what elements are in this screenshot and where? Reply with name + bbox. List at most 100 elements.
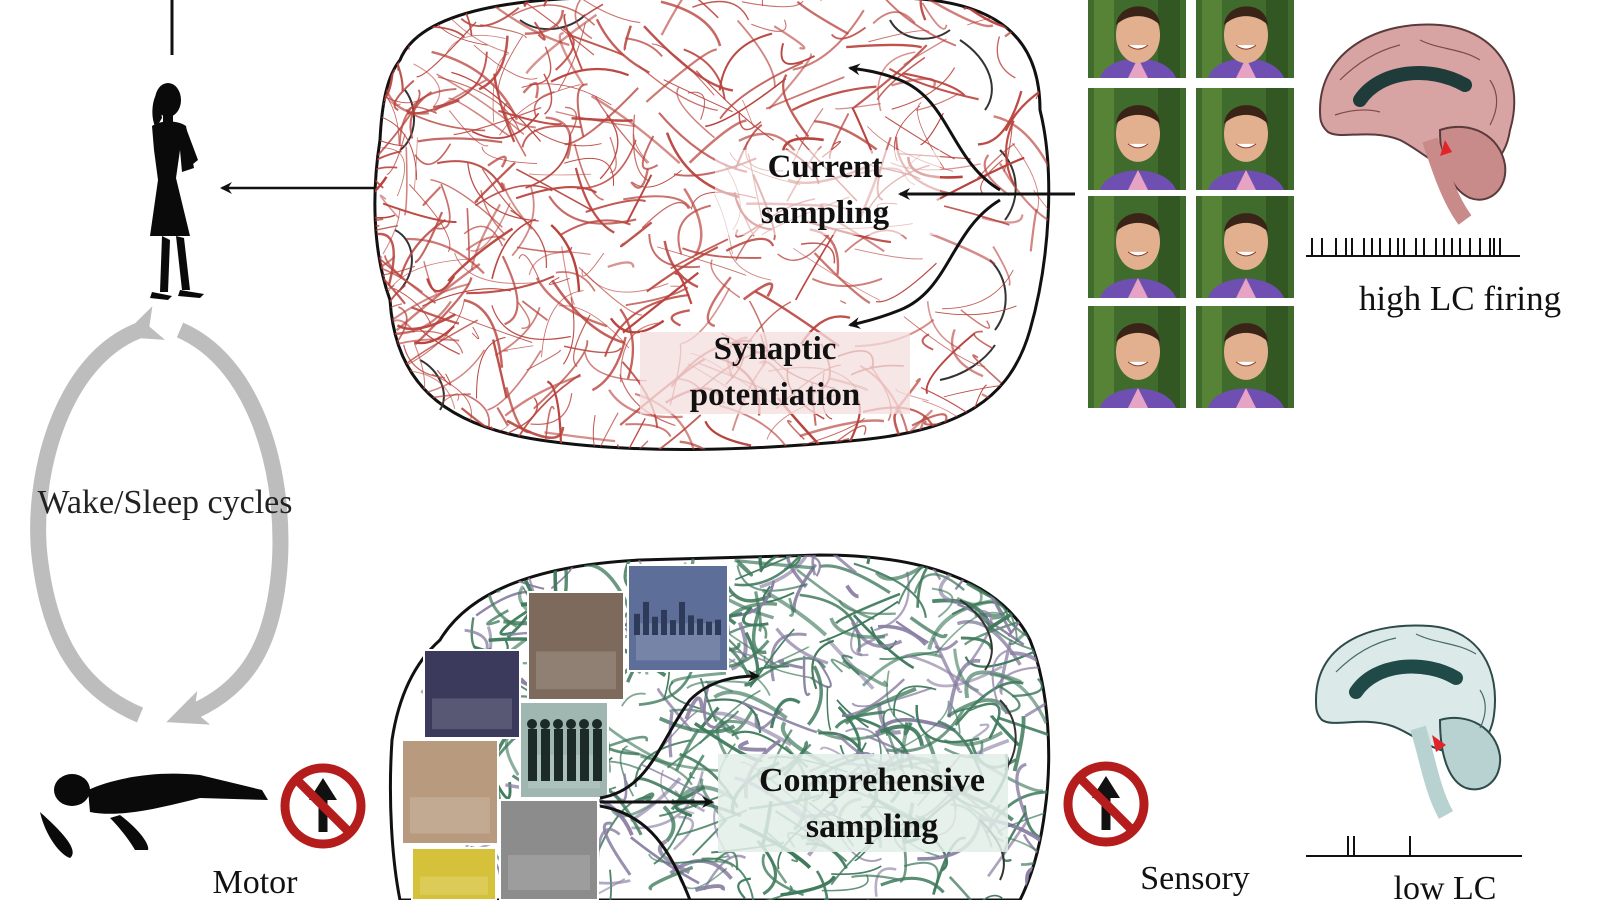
- sleep-fiber: [952, 512, 1028, 560]
- group-silhouette: [553, 719, 563, 729]
- wake-fiber: [323, 33, 402, 43]
- memory-photo: [500, 800, 598, 900]
- wake-fiber: [356, 347, 392, 379]
- wake-fiber: [340, 388, 424, 436]
- memory-photo: [424, 650, 520, 738]
- face-photo: [1088, 88, 1186, 190]
- skyline-building: [643, 602, 649, 635]
- skyline-building: [688, 615, 694, 635]
- wake-fiber: [329, 38, 384, 105]
- wake-fiber: [414, 0, 429, 26]
- high-lc-firing-label: high LC firing: [1350, 276, 1570, 322]
- wake-fiber: [964, 0, 1038, 9]
- memory-photo: [412, 848, 496, 900]
- sleep-fiber: [1027, 868, 1041, 900]
- group-silhouette: [540, 719, 550, 729]
- wake-fiber: [404, 413, 438, 444]
- wake-sagittal-brain: [1320, 24, 1514, 220]
- wake-fiber: [861, 445, 948, 489]
- sleep-fiber: [422, 578, 498, 593]
- wake-fiber: [338, 319, 398, 360]
- wake-fiber: [382, 22, 409, 49]
- group-silhouette: [592, 719, 602, 729]
- sensory-label: Sensory: [1110, 856, 1280, 902]
- wake-fiber: [486, 431, 487, 496]
- wake-fiber: [380, 17, 390, 62]
- sleep-fiber: [1048, 860, 1102, 881]
- wake-fiber: [680, 442, 758, 506]
- group-silhouette: [579, 719, 589, 729]
- wake-fiber: [359, 339, 387, 367]
- low-lc-spike-train: [1306, 836, 1522, 856]
- skyline-building: [715, 620, 721, 635]
- face-photo: [1196, 0, 1294, 78]
- skyline-building: [679, 602, 685, 635]
- wake-fiber: [369, 5, 431, 16]
- wake-fiber: [1014, 0, 1045, 18]
- wake-fiber: [939, 443, 957, 478]
- face-photo: [1088, 306, 1186, 408]
- wake-fiber: [391, 0, 413, 1]
- skyline-building: [706, 622, 712, 635]
- face-photo: [1196, 196, 1294, 298]
- group-silhouette: [527, 719, 537, 729]
- wake-fiber: [421, 392, 429, 443]
- wake-fiber: [313, 20, 386, 41]
- group-silhouette: [554, 729, 563, 781]
- wake-fiber: [314, 23, 404, 70]
- group-silhouette: [593, 729, 602, 781]
- skyline-building: [634, 614, 640, 635]
- wake-fiber: [342, 374, 380, 415]
- wake-fiber: [355, 346, 392, 416]
- wake-fiber: [336, 24, 399, 70]
- wake-fiber: [360, 340, 386, 380]
- wake-fiber: [786, 438, 849, 498]
- wake-fiber: [1019, 380, 1086, 439]
- wake-fiber: [849, 441, 870, 458]
- sleeping-person-silhouette-icon: [40, 774, 268, 858]
- skyline-building: [670, 620, 676, 635]
- motor-label: Motor: [180, 860, 330, 906]
- no-up-arrow-icon: [1068, 766, 1144, 842]
- group-silhouette: [566, 719, 576, 729]
- skyline-building: [697, 619, 703, 635]
- wake-fiber: [974, 440, 1013, 466]
- sleep-fiber: [1034, 572, 1098, 593]
- wake-fiber: [361, 0, 428, 4]
- wake-fiber: [439, 432, 507, 485]
- wake-fiber: [385, 386, 419, 391]
- sleep-fiber: [1054, 853, 1103, 870]
- group-silhouette: [580, 729, 589, 781]
- memory-photo: [402, 740, 498, 844]
- skyline-building: [652, 617, 658, 635]
- wake-sleep-cycle-label: Wake/Sleep cycles: [30, 480, 300, 526]
- face-photo: [1196, 306, 1294, 408]
- no-up-arrow-icon: [285, 768, 361, 844]
- sleep-sagittal-brain: [1316, 625, 1500, 815]
- wake-fiber: [388, 369, 413, 421]
- wake-fiber: [396, 401, 419, 423]
- synaptic-potentiation-label: Synaptic potentiation: [640, 326, 910, 418]
- wake-fiber: [390, 420, 408, 441]
- wake-fiber: [353, 389, 409, 438]
- sleep-fiber: [902, 500, 949, 560]
- high-lc-spike-train: [1306, 238, 1520, 256]
- comprehensive-sampling-label: Comprehensive sampling: [722, 758, 1022, 850]
- group-silhouette: [541, 729, 550, 781]
- sleep-fiber: [973, 538, 1030, 576]
- face-photo: [1196, 88, 1294, 190]
- sleep-fiber: [1006, 565, 1030, 575]
- sleep-fiber: [478, 531, 512, 573]
- sleep-fiber: [1052, 637, 1064, 666]
- wake-fiber: [387, 0, 396, 52]
- wake-fiber: [373, 0, 388, 11]
- group-silhouette: [528, 729, 537, 781]
- current-sampling-label: Current sampling: [700, 144, 950, 236]
- sleep-fiber: [942, 549, 957, 562]
- face-photo: [1088, 0, 1186, 78]
- sleep-fiber: [518, 505, 535, 563]
- wake-fiber: [393, 408, 410, 421]
- sleep-fiber: [1040, 659, 1084, 669]
- wake-fiber: [508, 438, 551, 499]
